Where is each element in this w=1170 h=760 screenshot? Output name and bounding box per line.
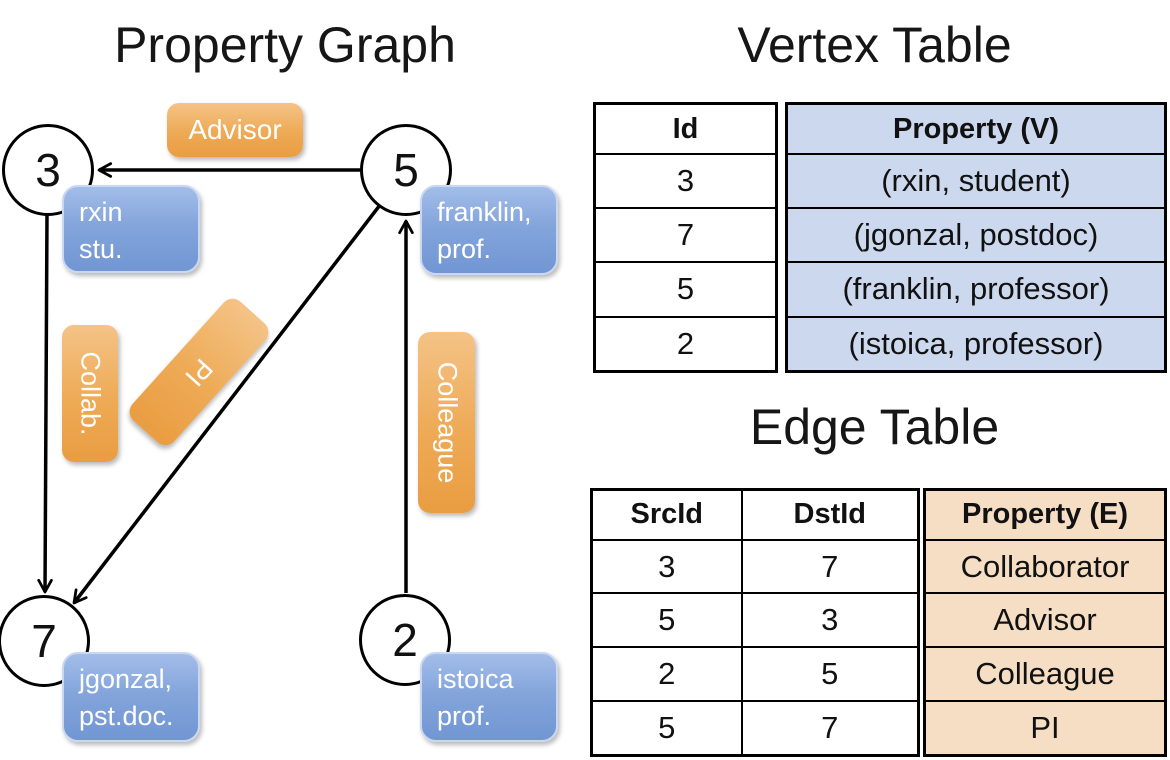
vertex-table-id-column: Id 3 7 5 2 [593, 102, 778, 373]
edge-property-cell: Collaborator [923, 538, 1167, 595]
edge-label-collab: Collab. [62, 325, 118, 462]
node-id-label: 3 [35, 144, 61, 196]
node-id-label: 5 [393, 144, 419, 196]
edge-dstid-cell: 3 [740, 592, 920, 649]
edge-dstid-cell: 7 [740, 700, 920, 757]
node-id-label: 7 [31, 615, 57, 667]
table-row: Advisor [923, 592, 1167, 649]
edge-table-property-column: Property (E) Collaborator Advisor Collea… [923, 488, 1167, 757]
table-row: 2 5 [590, 646, 920, 703]
table-row: 2 [593, 315, 778, 373]
table-row: Property (V) [785, 102, 1167, 156]
edge-label-advisor: Advisor [167, 103, 303, 157]
edge-srcid-cell: 5 [590, 700, 743, 757]
edge-property-cell: Colleague [923, 646, 1167, 703]
edge-srcid-cell: 5 [590, 592, 743, 649]
vertex-table-header-property: Property (V) [785, 102, 1167, 156]
edge-table-title: Edge Table [749, 399, 1000, 455]
table-row: 5 7 [590, 700, 920, 757]
edge-srcid-cell: 3 [590, 538, 743, 595]
vertex-label-line2: stu. [79, 234, 123, 264]
vertex-label-jgonzal: jgonzal, pst.doc. [62, 652, 200, 742]
edge-pi-5-to-7 [72, 203, 382, 605]
table-row: 3 7 [590, 538, 920, 595]
edge-property-cell: Advisor [923, 592, 1167, 649]
edge-label-colleague: Colleague [418, 332, 475, 513]
table-row: Collaborator [923, 538, 1167, 595]
vertex-label-rxin: rxin stu. [62, 185, 200, 273]
table-row: PI [923, 700, 1167, 757]
edge-dstid-cell: 5 [740, 646, 920, 703]
vertex-id-cell: 7 [593, 207, 778, 264]
vertex-property-cell: (rxin, student) [785, 153, 1167, 210]
table-row: SrcId DstId [590, 488, 920, 541]
edge-table-header-property: Property (E) [923, 488, 1167, 541]
table-row: (jgonzal, postdoc) [785, 207, 1167, 264]
vertex-table-property-column: Property (V) (rxin, student) (jgonzal, p… [785, 102, 1167, 373]
vertex-label-line1: rxin [79, 197, 123, 227]
table-row: (rxin, student) [785, 153, 1167, 210]
graph-node-2: 2 [359, 594, 451, 686]
table-row: 7 [593, 207, 778, 264]
edge-label-text: Colleague [432, 361, 462, 484]
vertex-label-line2: pst.doc. [79, 701, 174, 731]
table-row: 5 [593, 261, 778, 318]
vertex-property-cell: (jgonzal, postdoc) [785, 207, 1167, 264]
edge-table-header-dstid: DstId [740, 488, 920, 541]
table-row: Property (E) [923, 488, 1167, 541]
table-row: 5 3 [590, 592, 920, 649]
vertex-table-title: Vertex Table [737, 17, 1012, 73]
vertex-label-line1: jgonzal, [79, 664, 173, 694]
edge-label-text: Collab. [75, 351, 106, 436]
edge-property-cell: PI [923, 700, 1167, 757]
vertex-id-cell: 3 [593, 153, 778, 210]
vertex-id-cell: 2 [593, 315, 778, 373]
vertex-property-cell: (franklin, professor) [785, 261, 1167, 318]
edge-dstid-cell: 7 [740, 538, 920, 595]
node-id-label: 2 [392, 614, 418, 666]
vertex-label-line2: prof. [437, 234, 492, 264]
table-row: (franklin, professor) [785, 261, 1167, 318]
vertex-property-cell: (istoica, professor) [785, 315, 1167, 373]
edge-srcid-cell: 2 [590, 646, 743, 703]
vertex-label-line1: franklin, [437, 197, 532, 227]
vertex-label-franklin: franklin, prof. [420, 185, 558, 275]
vertex-table-header-id: Id [593, 102, 778, 156]
edge-label-text: Advisor [188, 114, 282, 145]
graph-edges-layer [37, 162, 414, 605]
table-row: 3 [593, 153, 778, 210]
edge-table-header-srcid: SrcId [590, 488, 743, 541]
edge-collaborator-3-to-7 [37, 213, 53, 594]
table-row: Colleague [923, 646, 1167, 703]
graph-node-5: 5 [360, 124, 452, 216]
vertex-label-istoica: istoica prof. [420, 652, 558, 742]
property-graph-title: Property Graph [114, 17, 456, 73]
vertex-id-cell: 5 [593, 261, 778, 318]
edge-table-id-columns: SrcId DstId 3 7 5 3 2 5 5 7 [590, 488, 920, 757]
vertex-label-line2: prof. [437, 701, 492, 731]
edge-label-text: PI [179, 352, 220, 392]
table-row: (istoica, professor) [785, 315, 1167, 373]
table-row: Id [593, 102, 778, 156]
vertex-label-line1: istoica [437, 664, 514, 694]
